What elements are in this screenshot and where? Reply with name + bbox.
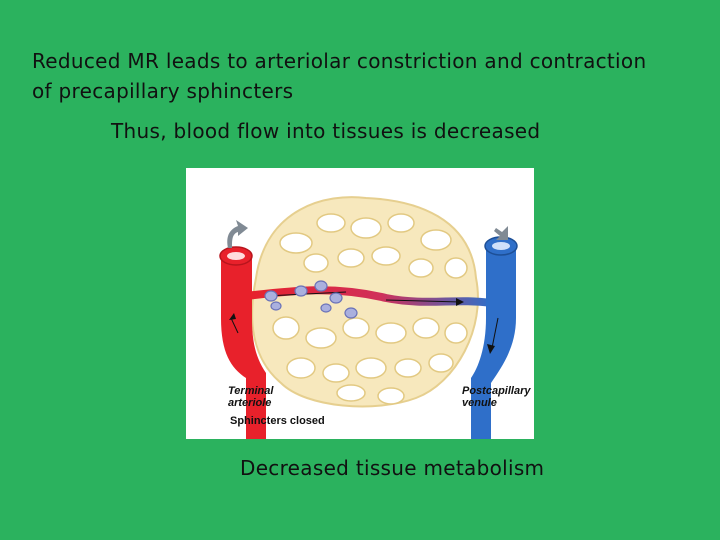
sphincters-closed-label: Sphincters closed xyxy=(230,415,325,427)
figure-caption: Decreased tissue metabolism xyxy=(240,456,545,480)
slide-title: Reduced MR leads to arteriolar constrict… xyxy=(32,46,712,106)
microcirculation-diagram: Terminal arteriole Postcapillary venule … xyxy=(186,168,534,439)
terminal-arteriole-label-line-1: Terminal xyxy=(228,385,274,397)
microcirculation-illustration xyxy=(219,196,518,439)
postcapillary-venule-label-line-2: venule xyxy=(462,397,497,409)
postcapillary-venule-label: Postcapillary venule xyxy=(462,385,530,409)
capillary-bed xyxy=(251,196,479,408)
terminal-arteriole-label-line-2: arteriole xyxy=(228,397,272,409)
outflow-arrow-icon xyxy=(227,220,248,248)
terminal-arteriole-label: Terminal arteriole xyxy=(228,385,273,409)
title-line-1: Reduced MR leads to arteriolar constrict… xyxy=(32,49,647,73)
slide-subtitle: Thus, blood flow into tissues is decreas… xyxy=(111,119,541,143)
inflow-arrow-icon xyxy=(494,226,508,240)
postcapillary-venule-label-line-1: Postcapillary xyxy=(462,385,531,397)
terminal-arteriole xyxy=(219,246,266,439)
precapillary-sphincters xyxy=(264,280,358,319)
title-line-2: of precapillary sphincters xyxy=(32,79,294,103)
